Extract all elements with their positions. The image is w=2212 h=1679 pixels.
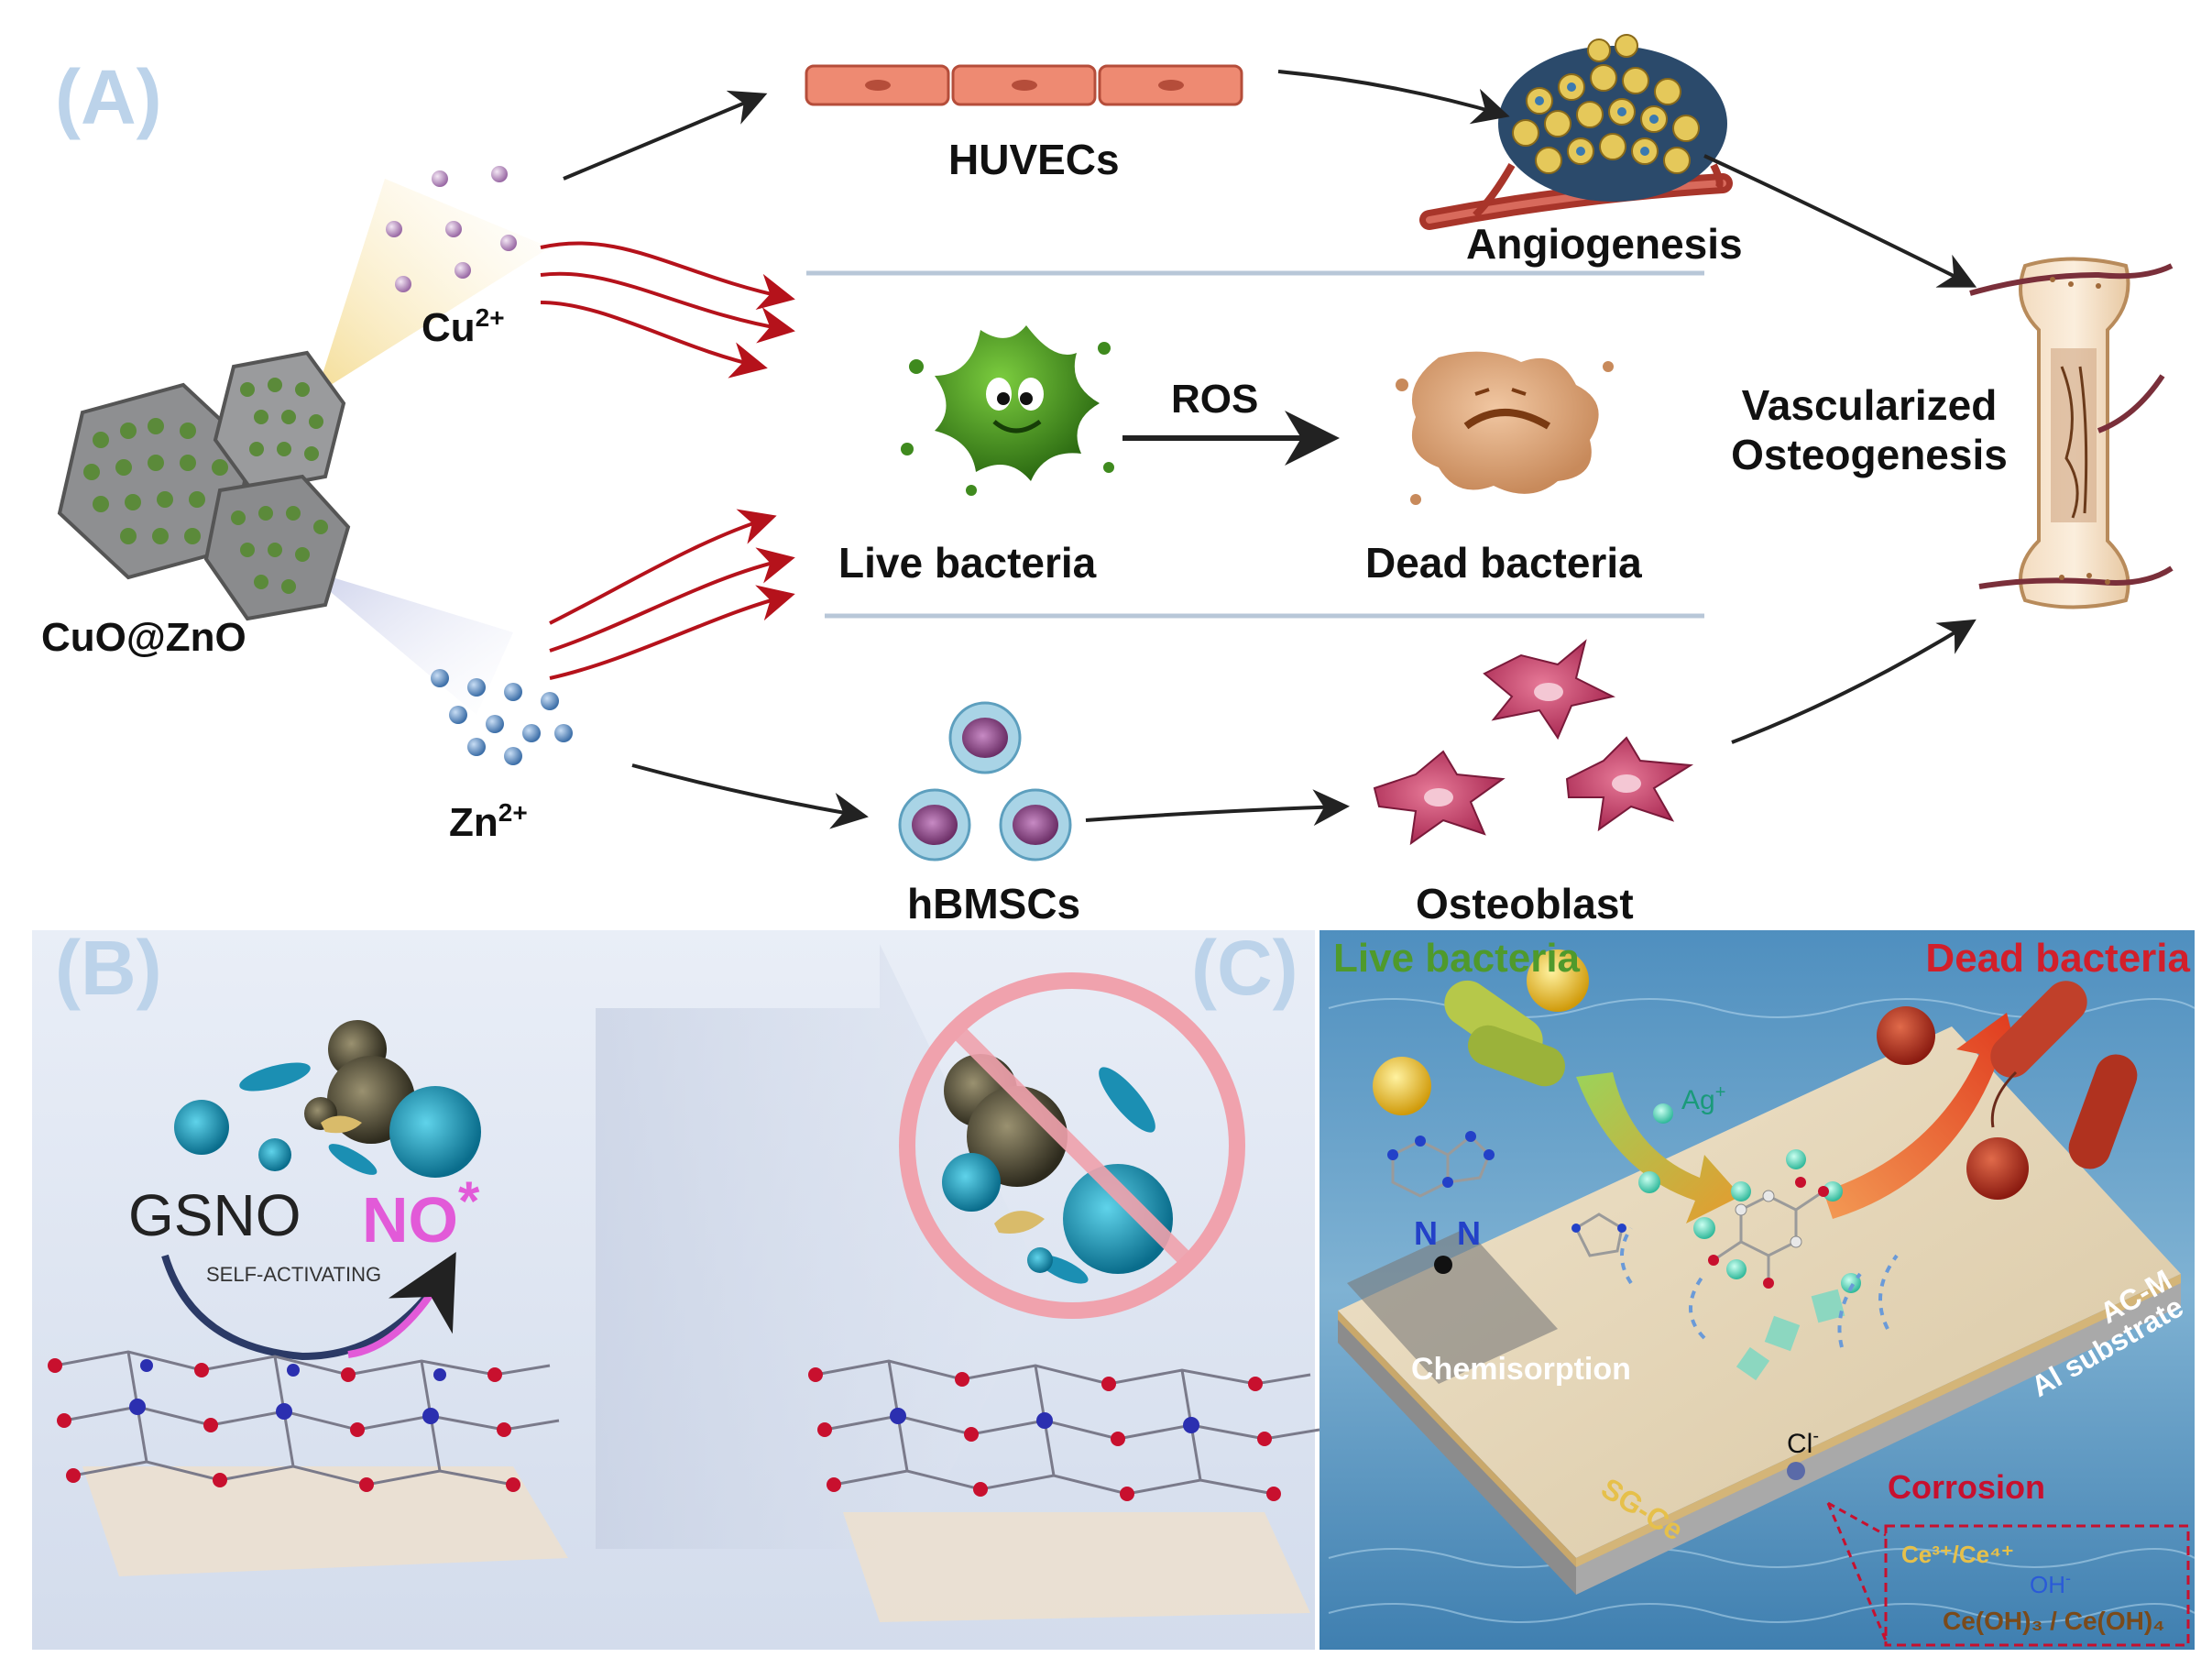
panel-a-letter: (A): [55, 54, 162, 140]
chloride-ion: [1787, 1462, 1805, 1480]
gsno-label: GSNO: [128, 1182, 301, 1248]
panel-a: (A) CuO@ZnO Cu2+: [41, 34, 2174, 927]
cerium-ions-label: Ce³⁺/Ce⁴⁺: [1901, 1541, 2014, 1568]
panel-b-left-bacteria: [174, 1020, 481, 1178]
bone-illustration: [1969, 257, 2174, 609]
chemisorption-patch: [1347, 1228, 1558, 1384]
self-activating-label: SELF-ACTIVATING: [206, 1263, 381, 1286]
live-bacteria-label-a: Live bacteria: [838, 539, 1097, 587]
hbmscs-cells: [898, 701, 1072, 861]
panel-b-right-mof-lattice: [808, 1359, 1320, 1622]
live-bacteria-label-c: Live bacteria: [1333, 936, 1581, 981]
panel-c-dead-bacteria: [1877, 981, 2138, 1200]
arrow-cu-to-huvecs: [563, 90, 768, 181]
nitrogen-label-2: N: [1457, 1214, 1481, 1252]
zn-ion-dots: [431, 669, 573, 765]
zn-ion-label: Zn2+: [449, 798, 528, 845]
live-bacteria-cell: [901, 325, 1114, 496]
panel-c-live-bacteria: [1373, 949, 1589, 1115]
ros-label: ROS: [1171, 377, 1258, 422]
arrow-zn-to-hbmscs: [631, 763, 869, 829]
nanoparticle-green-dots: [83, 378, 328, 594]
angiogenesis-label: Angiogenesis: [1466, 220, 1743, 268]
red-wave-arrows-zn: [549, 509, 795, 680]
corrosion-callout-lines: [1826, 1501, 1888, 1641]
cerium-hydroxide-label: Ce(OH)₃ / Ce(OH)₄: [1943, 1607, 2165, 1635]
arrow-hbmscs-to-osteoblast: [1085, 789, 1350, 827]
arrow-huvecs-to-angiogenesis: [1277, 70, 1510, 125]
dead-bacteria-cell: [1396, 351, 1614, 505]
self-activating-cycle-arrow-pink: [347, 1252, 456, 1358]
panel-c: (C) Live bacteria Dead: [1191, 925, 2196, 1650]
outcome-line2: Osteogenesis: [1731, 431, 2008, 478]
cu-release-beam: [316, 179, 550, 394]
angiogenesis-illustration: [1419, 34, 1733, 230]
chemisorption-label: Chemisorption: [1411, 1352, 1631, 1387]
panel-b-prohibition-sign: [899, 972, 1245, 1319]
arrow-osteoblast-to-bone: [1731, 619, 1977, 744]
nitrogen-label-1: N: [1414, 1214, 1438, 1252]
ag-ion-label: Ag+: [1681, 1082, 1725, 1115]
chemisorption-center: [1434, 1256, 1452, 1274]
arrow-angiogenesis-to-bone: [1703, 154, 1977, 288]
outcome-line1: Vascularized: [1742, 381, 1998, 429]
corrosion-label: Corrosion: [1888, 1468, 2045, 1506]
panel-b-letter: (B): [55, 925, 162, 1011]
osteoblast-cells: [1373, 639, 1694, 846]
huvecs-label: HUVECs: [948, 136, 1120, 183]
panel-b-big-arrow: [596, 944, 1045, 1613]
zn-release-beam: [302, 568, 513, 715]
red-wave-arrows-cu: [540, 241, 795, 379]
huvecs-cells: [805, 64, 1243, 106]
cu-ion-label: Cu2+: [422, 303, 505, 350]
red-curved-arrow: [1823, 1013, 2020, 1219]
hbmscs-label: hBMSCs: [907, 880, 1080, 927]
dead-bacteria-label-a: Dead bacteria: [1365, 539, 1642, 587]
cuo-zno-nanoparticles: [57, 350, 351, 621]
inhibitor-crystals: [1736, 1289, 1845, 1381]
panel-b-left-mof-lattice: [48, 1350, 568, 1576]
corrosion-detail-box: [1884, 1524, 2190, 1647]
panel-c-letter: (C): [1191, 925, 1298, 1011]
panel-b: (B) GSNO NO* SELF-ACTIVATING: [32, 925, 1320, 1650]
molecular-structures: [1387, 1131, 1829, 1289]
green-curved-arrow: [1576, 1072, 1741, 1224]
no-label: NO*: [362, 1170, 480, 1256]
osteoblast-label: Osteoblast: [1416, 880, 1634, 927]
dead-bacteria-label-c: Dead bacteria: [1925, 936, 2190, 981]
chloride-label: Cl-: [1787, 1426, 1819, 1459]
release-dashed-arrows: [1620, 1226, 1899, 1348]
nanoparticle-label: CuO@ZnO: [41, 615, 246, 660]
cu-ion-dots: [386, 166, 517, 292]
ag-ion-dots: [1638, 1103, 1861, 1293]
hydroxide-label: OH-: [2030, 1569, 2071, 1598]
